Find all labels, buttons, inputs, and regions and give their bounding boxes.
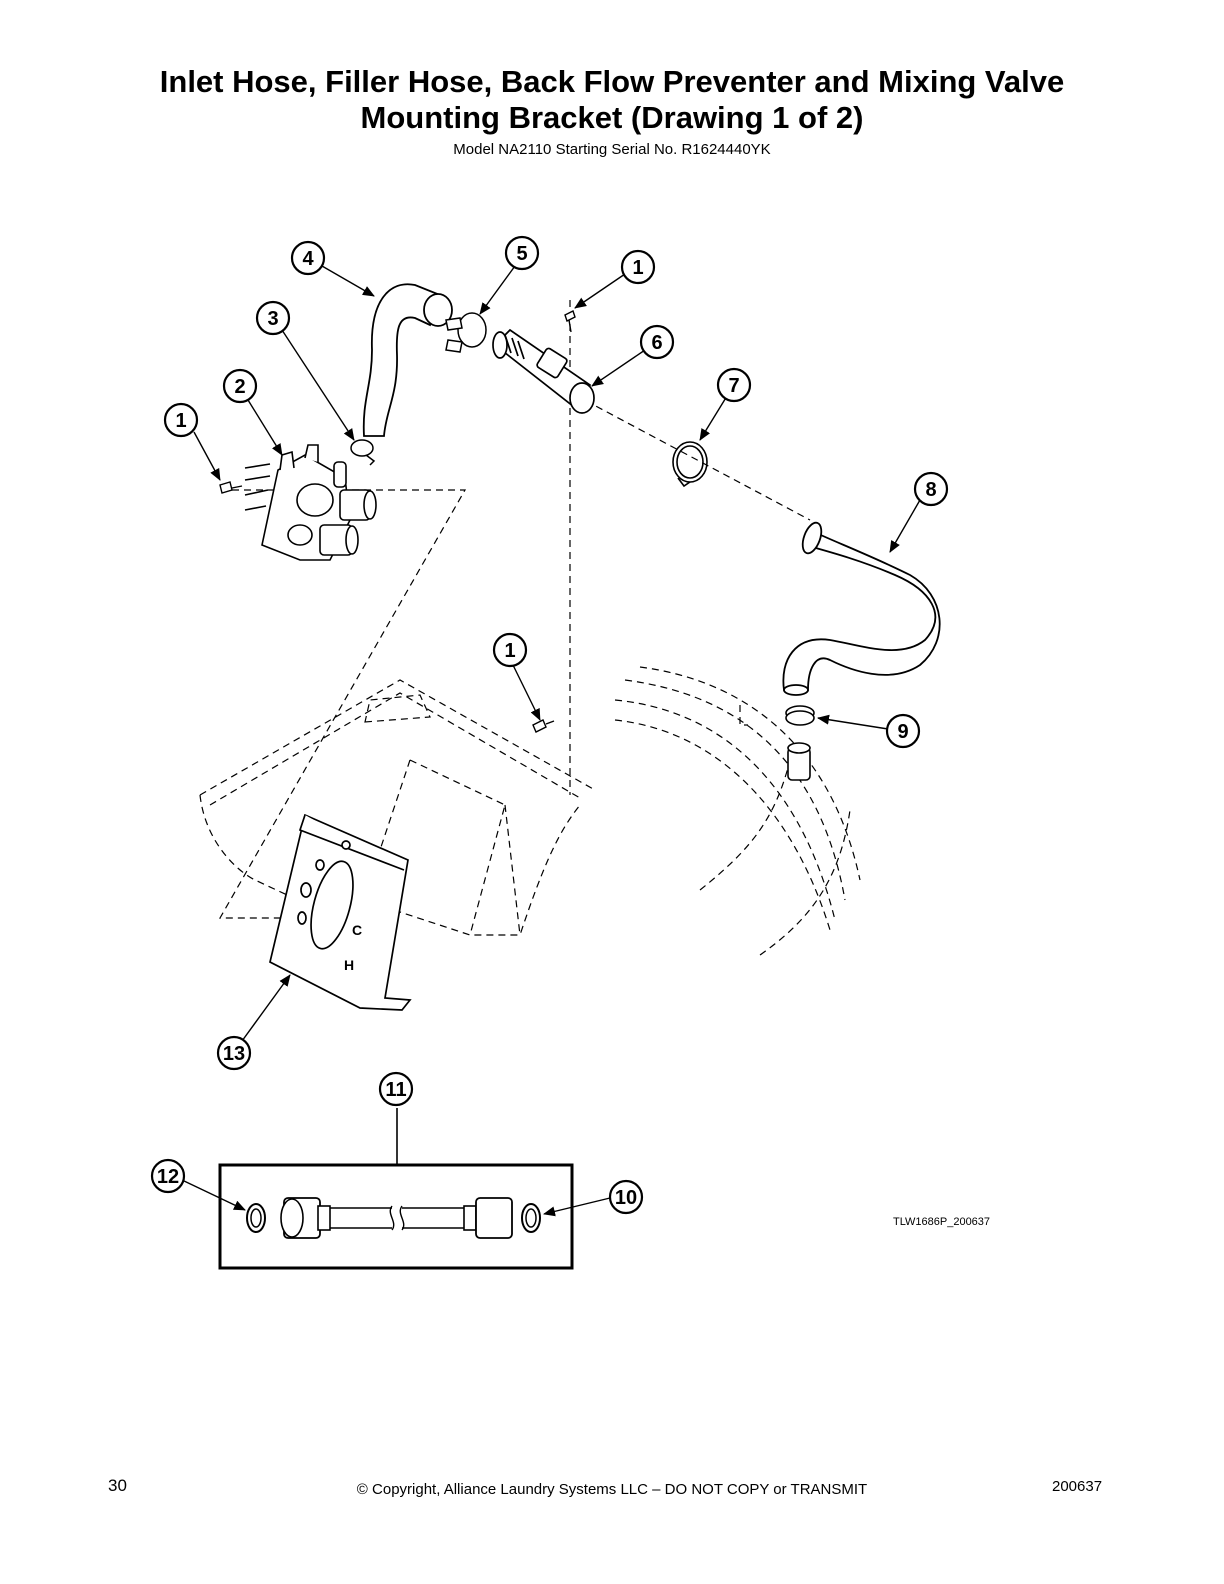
callout-badge: 5 [504,235,540,271]
callout-label: 8 [925,479,936,501]
callout-label: 7 [728,375,739,397]
callout-label: 1 [175,410,186,432]
hose-clamp-9 [785,705,815,781]
callout-label: 12 [157,1166,179,1188]
callout-badge: 1 [163,402,199,438]
callout-badge: 1 [620,249,656,285]
callout-label: 1 [504,640,515,662]
hose-clamp-5 [445,312,487,353]
callout-label: 1 [632,257,643,279]
model-subtitle: Model NA2110 Starting Serial No. R162444… [453,141,771,158]
hose-clamp-7 [672,441,708,488]
callout-badge: 8 [913,471,949,507]
screw-items [219,310,576,733]
callout-badge: 13 [216,1035,252,1071]
filler-hose-4 [362,283,453,437]
copyright-notice: © Copyright, Alliance Laundry Systems LL… [356,1481,868,1498]
page-title-line-1: Inlet Hose, Filler Hose, Back Flow Preve… [159,64,1065,99]
mounting-bracket-13: C H [269,813,412,1011]
callout-badge: 1 [492,632,528,668]
mixing-valve [244,444,377,561]
inlet-hose-assembly [218,1108,574,1270]
callout-label: 2 [234,376,245,398]
callout-badge: 9 [885,713,921,749]
callout-badge: 10 [608,1179,644,1215]
callout-badges: 1 2 3 4 5 1 6 7 [150,235,949,1215]
callout-badge: 6 [639,324,675,360]
callout-label: 9 [897,721,908,743]
svg-text:C: C [352,922,362,938]
callout-badge: 7 [716,367,752,403]
callout-label: 11 [385,1079,406,1101]
back-flow-preventer-6 [492,328,595,414]
document-number: 200637 [1052,1478,1103,1495]
callout-label: 3 [267,308,278,330]
fill-hose-8 [782,521,941,696]
callout-label: 10 [615,1187,637,1209]
callout-badge: 2 [222,368,258,404]
page-title-line-2: Mounting Bracket (Drawing 1 of 2) [360,100,864,135]
phantom-outlines [199,300,861,956]
hose-clamp-3 [350,439,376,466]
svg-text:H: H [344,957,354,973]
callout-label: 4 [302,248,314,270]
callout-badge: 11 [378,1071,414,1107]
callout-label: 5 [516,243,527,265]
drawing-reference: TLW1686P_200637 [893,1216,990,1228]
callout-badge: 12 [150,1158,186,1194]
page-number: 30 [108,1476,127,1495]
callout-badge: 3 [255,300,291,336]
leader-lines [181,265,921,1217]
callout-label: 6 [651,332,662,354]
callout-label: 13 [223,1043,245,1065]
callout-badge: 4 [290,240,326,276]
